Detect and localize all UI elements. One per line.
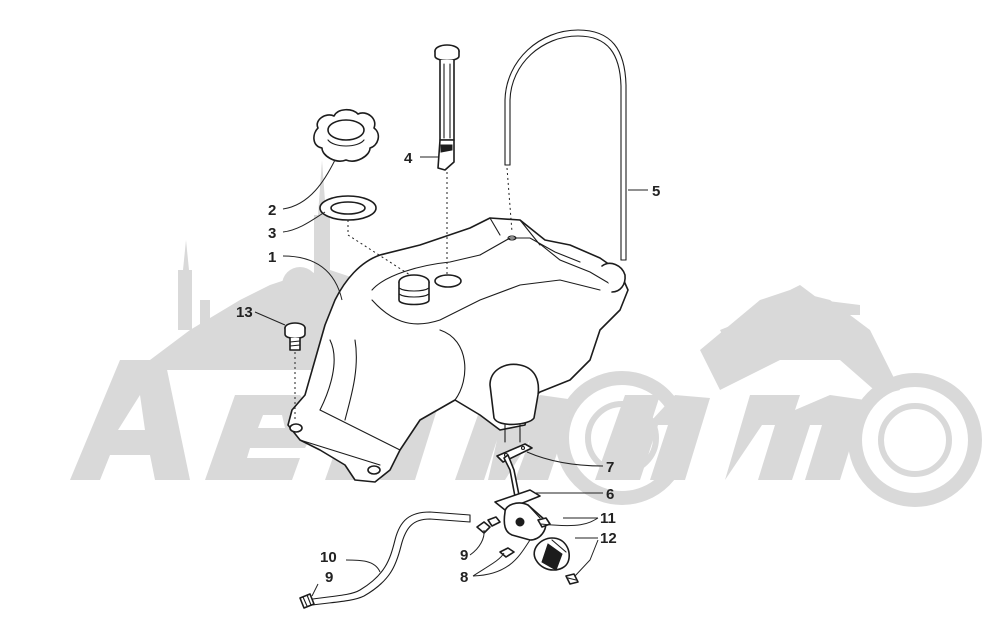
fuel-tank xyxy=(287,217,629,483)
callout-3: 3 xyxy=(268,225,276,242)
fuel-valve xyxy=(494,454,547,541)
cap-gasket xyxy=(319,195,377,221)
vent-hose xyxy=(504,29,627,261)
callout-8: 8 xyxy=(460,569,468,586)
fuel-gauge-sender xyxy=(434,44,460,171)
callout-1: 1 xyxy=(268,249,276,266)
callout-10: 10 xyxy=(320,549,337,566)
callout-6: 6 xyxy=(606,486,614,503)
callout-12: 12 xyxy=(600,530,617,547)
callout-9b: 9 xyxy=(325,569,333,586)
screw xyxy=(565,573,579,585)
callout-labels: 1 2 3 4 5 6 7 8 9 9 10 11 12 13 xyxy=(236,150,660,586)
fuel-cap xyxy=(313,108,380,162)
valve-knob xyxy=(533,537,570,571)
leader-lines xyxy=(254,156,648,597)
callout-5: 5 xyxy=(652,183,660,200)
bolt xyxy=(284,322,306,351)
callout-13: 13 xyxy=(236,304,253,321)
fuel-hose xyxy=(299,511,471,609)
callout-9a: 9 xyxy=(460,547,468,564)
callout-11: 11 xyxy=(600,510,616,527)
callout-7: 7 xyxy=(606,459,614,476)
callout-4: 4 xyxy=(404,150,413,167)
callout-2: 2 xyxy=(268,202,276,219)
